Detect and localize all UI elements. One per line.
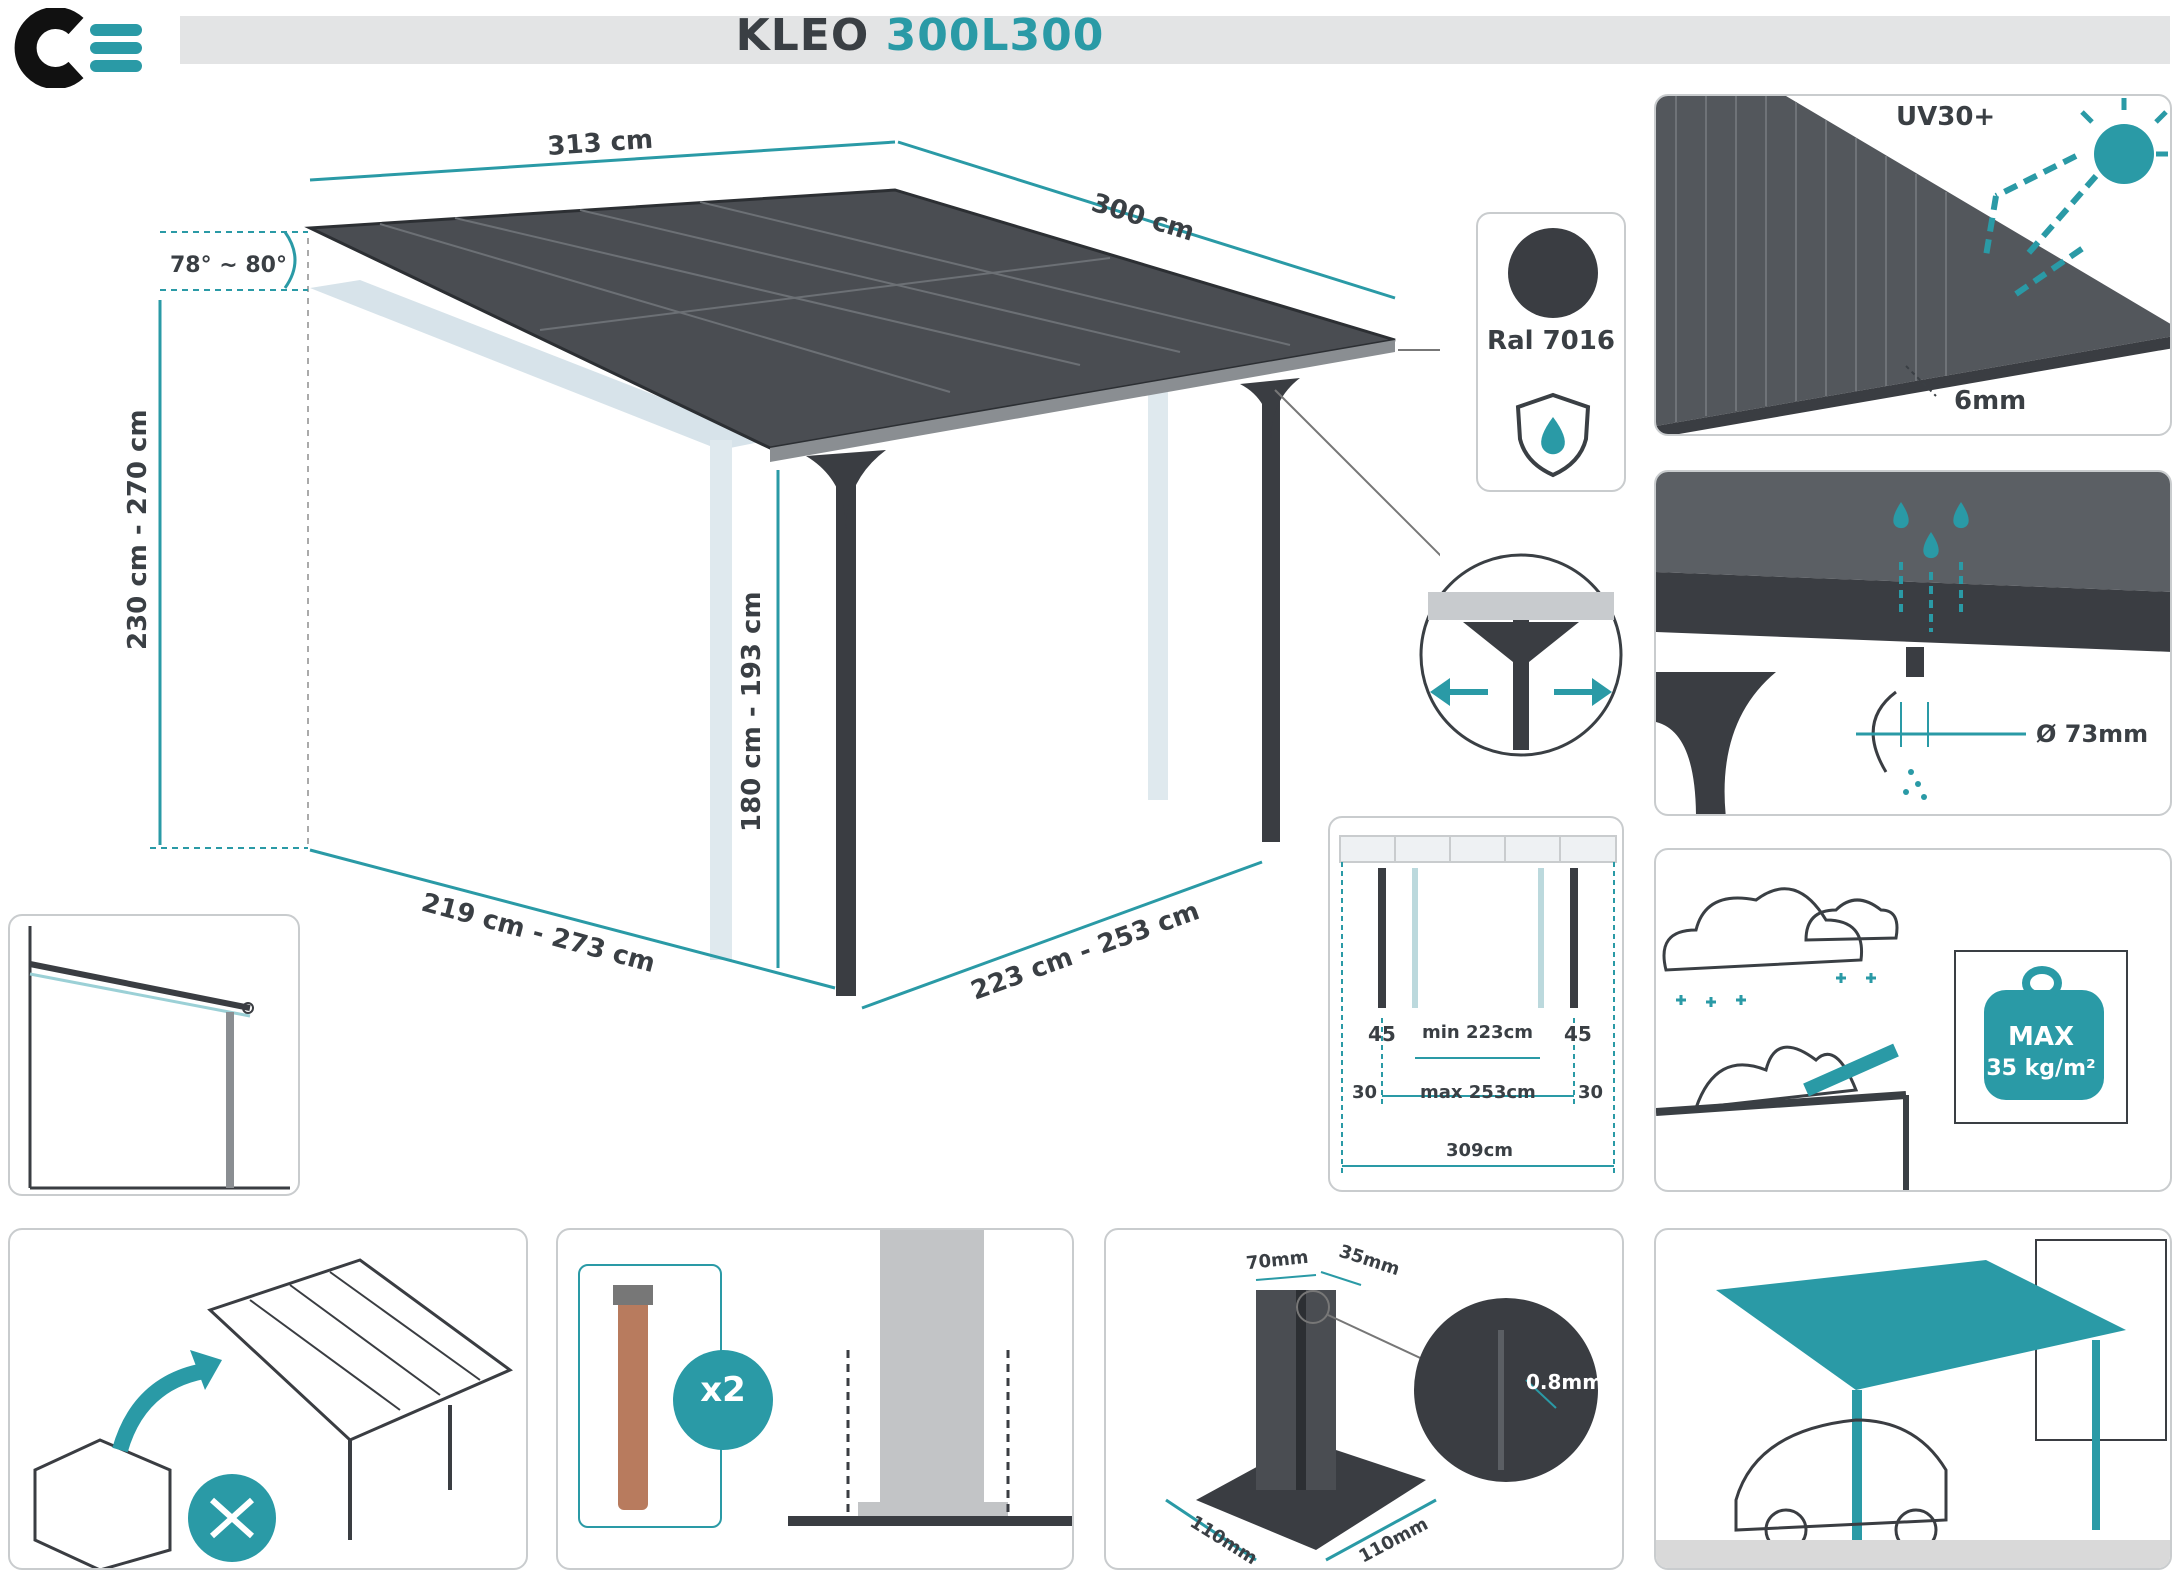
weight-handle-icon bbox=[2022, 966, 2062, 1000]
title-bar bbox=[180, 16, 2170, 64]
snow-load-panel: MAX 35 kg/m² bbox=[1654, 848, 2172, 1192]
wall-height-label: 230 cm - 270 cm bbox=[123, 409, 153, 650]
wall-mount-panel bbox=[8, 914, 300, 1196]
product-model: 300L300 bbox=[885, 10, 1105, 61]
ghost-post-left bbox=[710, 440, 732, 960]
width-dim-line bbox=[309, 140, 896, 182]
front-span-dim-line bbox=[861, 860, 1263, 1010]
front-gutter bbox=[770, 340, 1395, 462]
outer-right-label: 30 bbox=[1578, 1082, 1604, 1103]
post-height-label: 180 cm - 193 cm bbox=[737, 591, 767, 832]
carport-roof bbox=[1716, 1260, 2126, 1390]
drainage-panel: Ø 73mm bbox=[1654, 470, 2172, 816]
depth-dim-line bbox=[897, 140, 1396, 300]
anchor-count-label: x2 bbox=[700, 1370, 746, 1410]
water-shield-icon bbox=[1515, 392, 1591, 478]
front-span-label: 223 cm - 253 cm bbox=[967, 896, 1203, 1006]
cloud-icon bbox=[1662, 887, 1864, 972]
roof-panel bbox=[304, 188, 1396, 450]
snow-load-line2: 35 kg/m² bbox=[1986, 1056, 2096, 1081]
uv-protection-panel: UV30+ 6mm bbox=[1654, 94, 2172, 436]
snow-load-badge: MAX 35 kg/m² bbox=[1954, 950, 2128, 1124]
ral-label: Ral 7016 bbox=[1487, 326, 1615, 356]
post-left bbox=[836, 456, 856, 996]
wall-thickness-label: 0.8mm bbox=[1526, 1370, 1604, 1394]
ghost-post-right bbox=[1148, 390, 1168, 800]
bracket-left bbox=[806, 450, 886, 530]
tools-icon bbox=[209, 1497, 255, 1539]
side-span-dim-line bbox=[309, 848, 836, 990]
front-view-panel: 45 min 223cm 45 30 max 253cm 30 309cm bbox=[1328, 816, 1624, 1192]
max-span-label: max 253cm bbox=[1420, 1082, 1536, 1103]
bracket-zoom-circle bbox=[1419, 553, 1623, 757]
snow-load-line1: MAX bbox=[2007, 1022, 2075, 1052]
thickness-label: 6mm bbox=[1954, 386, 2027, 416]
drain-diameter-label: Ø 73mm bbox=[2036, 720, 2149, 748]
ghost-beam bbox=[310, 280, 770, 450]
assembly-panel bbox=[8, 1228, 528, 1570]
width-label: 313 cm bbox=[546, 125, 654, 162]
color-swatch bbox=[1508, 228, 1598, 318]
page-title: KLEO 300L300 bbox=[180, 10, 1660, 61]
post-right bbox=[1262, 382, 1280, 842]
uv-label: UV30+ bbox=[1896, 102, 1996, 132]
car-icon bbox=[1734, 1418, 1948, 1532]
color-box: Ral 7016 bbox=[1476, 212, 1626, 492]
angle-arc bbox=[283, 231, 297, 289]
side-right-label: 45 bbox=[1564, 1022, 1592, 1046]
min-span-label: min 223cm bbox=[1422, 1022, 1534, 1043]
brand-logo bbox=[6, 7, 146, 89]
depth-label: 300 cm bbox=[1088, 188, 1198, 248]
total-width-label: 309cm bbox=[1446, 1140, 1513, 1161]
bracket-right bbox=[1240, 378, 1300, 440]
side-left-label: 45 bbox=[1368, 1022, 1396, 1046]
product-name: KLEO bbox=[735, 10, 870, 61]
post-base-panel: 70mm 35mm 0.8mm 110mm 110mm bbox=[1104, 1228, 1624, 1570]
outer-left-label: 30 bbox=[1352, 1082, 1378, 1103]
anchor-panel: x2 bbox=[556, 1228, 1074, 1570]
carport-illustration-panel bbox=[1654, 1228, 2172, 1570]
weight-icon bbox=[1984, 990, 2104, 1100]
main-dimension-diagram: 313 cm 300 cm 78° ~ 80° 230 cm - 270 cm … bbox=[123, 125, 1440, 1010]
anchor-bolt-icon bbox=[618, 1290, 648, 1510]
angle-label: 78° ~ 80° bbox=[170, 253, 287, 278]
